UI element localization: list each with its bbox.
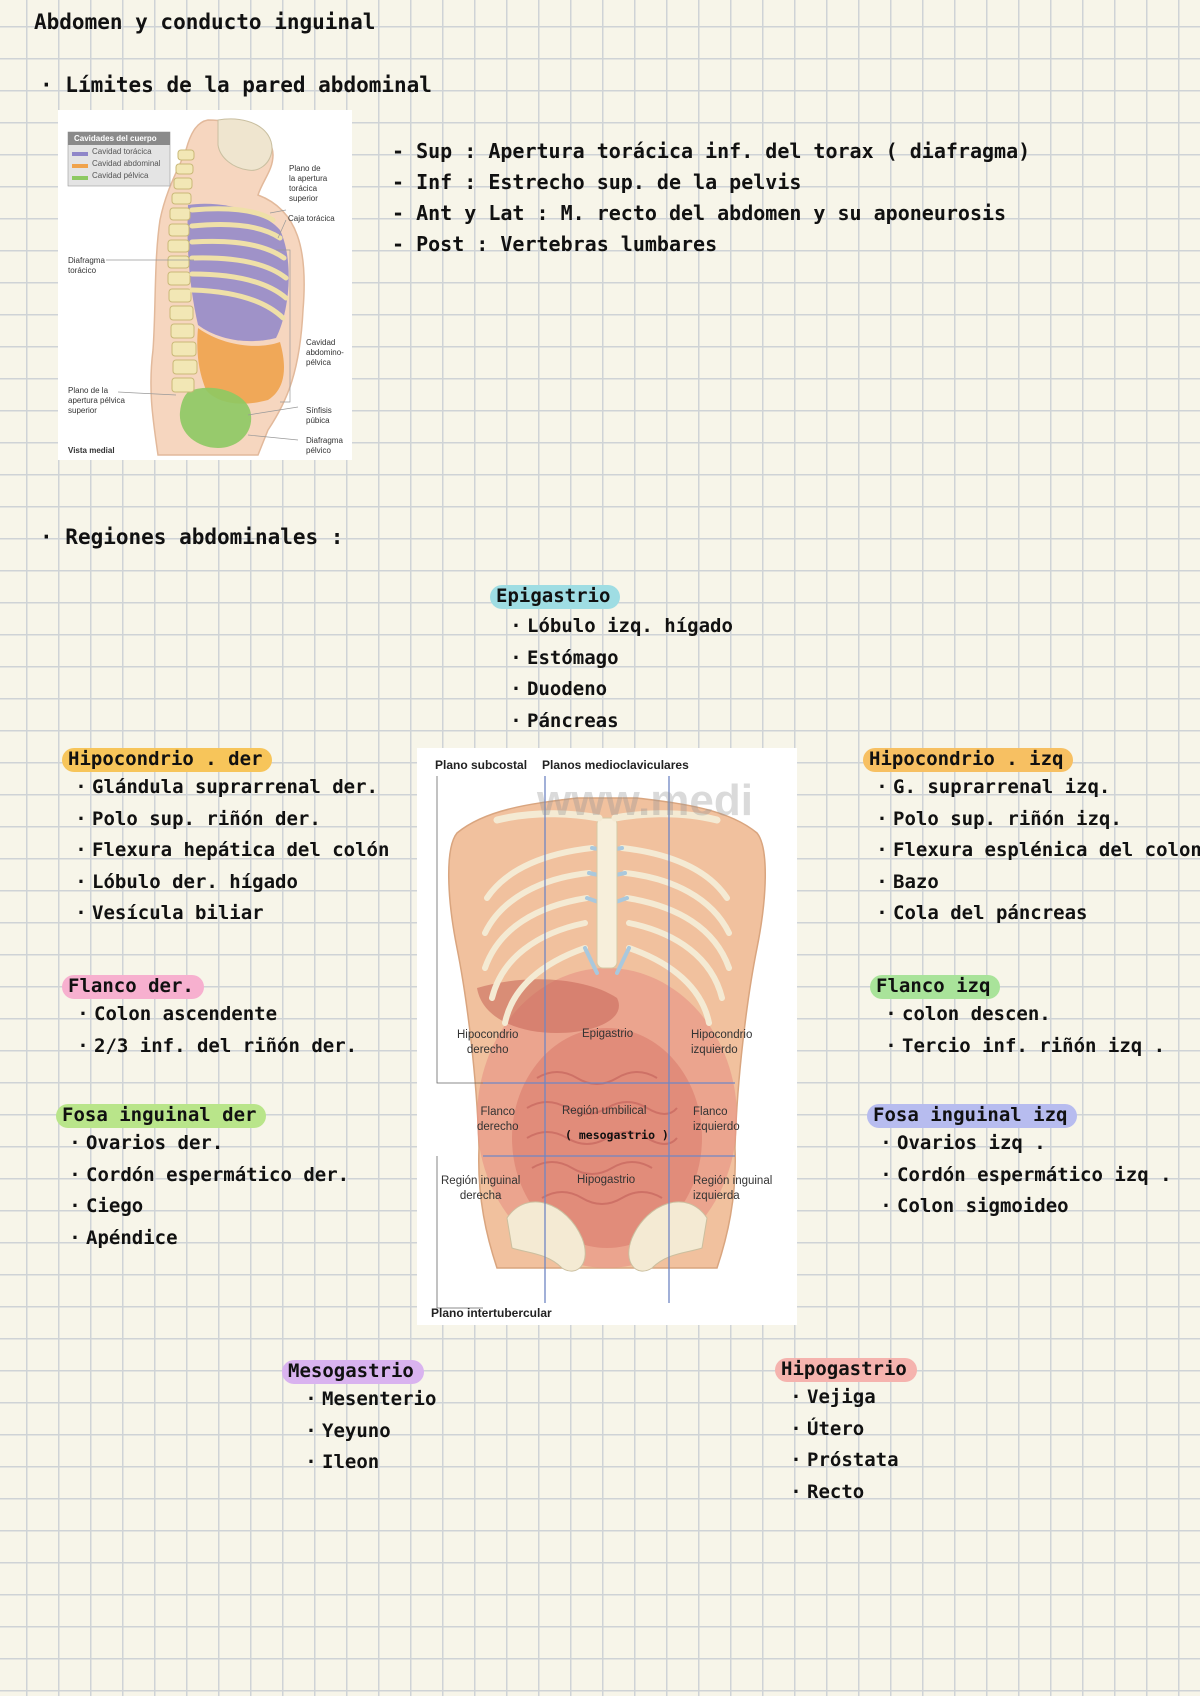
note-mesogastrio: ( mesogastrio )	[565, 1128, 669, 1142]
legend-item: Cavidad pélvica	[92, 171, 149, 180]
region-title: Hipocondrio . izq	[863, 748, 1074, 772]
list-item: Ovarios izq .	[875, 1128, 1172, 1160]
label-region-inguinal-izquierda: Región inguinal izquierda	[693, 1175, 773, 1202]
body-cavities-illustration	[67, 118, 305, 456]
region-title: Flanco izq	[870, 975, 1001, 999]
label-hipocondrio-izquierdo: Hipocondrio izquierdo	[691, 1029, 753, 1056]
list-item: colon descen.	[880, 999, 1165, 1031]
region-title: Hipocondrio . der	[62, 748, 273, 772]
list-item: Útero	[785, 1414, 917, 1446]
region-title: Flanco der.	[62, 975, 204, 999]
limit-superior: - Sup : Apertura torácica inf. del torax…	[392, 139, 1031, 163]
list-item: Polo sup. riñón der.	[70, 804, 389, 836]
region-hipogastrio: Hipogastrio Vejiga Útero Próstata Recto	[775, 1358, 917, 1508]
region-flanco-der: Flanco der. Colon ascendente 2/3 inf. de…	[62, 975, 357, 1062]
label-planos-medioclaviculares: Planos medioclaviculares	[542, 758, 689, 772]
bullet-dot: ·	[40, 73, 66, 97]
limit-inferior: - Inf : Estrecho sup. de la pelvis	[392, 170, 802, 194]
list-item: Mesenterio	[300, 1384, 436, 1416]
label-flanco-derecho: Flanco derecho	[477, 1106, 519, 1133]
abdominal-regions-illustration	[436, 776, 766, 1309]
legend-item: Cavidad abdominal	[92, 159, 161, 168]
list-item: Próstata	[785, 1445, 917, 1477]
region-epigastrio: Epigastrio Lóbulo izq. hígado Estómago D…	[490, 585, 733, 737]
label-plano-apertura-toracica: Plano de la apertura torácica superior	[289, 164, 328, 203]
list-item: Cola del páncreas	[871, 898, 1200, 930]
limits-heading: · Límites de la pared abdominal	[40, 73, 432, 97]
list-item: Cordón espermático izq .	[875, 1160, 1172, 1192]
region-title: Mesogastrio	[282, 1360, 424, 1384]
region-fosa-inguinal-izq: Fosa inguinal izq Ovarios izq . Cordón e…	[867, 1104, 1172, 1223]
region-title: Hipogastrio	[775, 1358, 917, 1382]
watermark: www.medi	[537, 776, 753, 825]
label-plano-apertura-pelvica: Plano de la apertura pélvica superior	[68, 386, 125, 415]
list-item: Duodeno	[505, 674, 733, 706]
page-title: Abdomen y conducto inguinal	[34, 10, 376, 34]
label-hipogastrio: Hipogastrio	[577, 1174, 636, 1186]
limit-posterior: - Post : Vertebras lumbares	[392, 232, 718, 256]
list-item: Polo sup. riñón izq.	[871, 804, 1200, 836]
label-diafragma-pelvico: Diafragma pélvico	[306, 436, 343, 455]
list-item: Vesícula biliar	[70, 898, 389, 930]
regions-heading: · Regiones abdominales :	[40, 525, 343, 549]
list-item: Lóbulo izq. hígado	[505, 611, 733, 643]
list-item: Ciego	[64, 1191, 349, 1223]
region-hipocondrio-izq: Hipocondrio . izq G. suprarrenal izq. Po…	[863, 748, 1200, 930]
label-caja-toracica: Caja torácica	[288, 214, 335, 223]
legend-item: Cavidad torácica	[92, 147, 152, 156]
list-item: Lóbulo der. hígado	[70, 867, 389, 899]
list-item: Ovarios der.	[64, 1128, 349, 1160]
list-item: Estómago	[505, 643, 733, 675]
label-plano-subcostal: Plano subcostal	[435, 758, 528, 772]
list-item: Ileon	[300, 1447, 436, 1479]
list-item: G. suprarrenal izq.	[871, 772, 1200, 804]
label-region-inguinal-derecha: Región inguinal derecha	[441, 1175, 521, 1202]
list-item: Vejiga	[785, 1382, 917, 1414]
label-flanco-izquierdo: Flanco izquierdo	[693, 1106, 740, 1133]
label-diafragma-toracico: Diafragma torácico	[68, 256, 105, 275]
label-region-umbilical: Región umbilical	[562, 1105, 647, 1117]
body-cavities-figure: Cavidades del cuerpo Cavidad torácica Ca…	[58, 110, 352, 460]
list-item: Colon sigmoideo	[875, 1191, 1172, 1223]
region-hipocondrio-der: Hipocondrio . der Glándula suprarrenal d…	[62, 748, 389, 930]
region-title: Fosa inguinal der	[56, 1104, 267, 1128]
label-cavidad-abdominopelvica: Cavidad abdomino- pélvica	[306, 338, 344, 367]
abdominal-regions-figure: Plano subcostal Planos medioclaviculares…	[417, 748, 797, 1325]
label-vista: Vista medial	[68, 446, 115, 455]
legend-title: Cavidades del cuerpo	[74, 134, 157, 143]
list-item: Yeyuno	[300, 1416, 436, 1448]
list-item: Bazo	[871, 867, 1200, 899]
list-item: Flexura esplénica del colon	[871, 835, 1200, 867]
limits-list: - Sup : Apertura torácica inf. del torax…	[392, 136, 1030, 260]
list-item: Apéndice	[64, 1223, 349, 1255]
label-sinfisis: Sínfisis púbica	[306, 406, 332, 425]
region-mesogastrio: Mesogastrio Mesenterio Yeyuno Ileon	[282, 1360, 436, 1479]
label-plano-intertubercular: Plano intertubercular	[431, 1306, 552, 1320]
list-item: Recto	[785, 1477, 917, 1509]
label-hipocondrio-derecho: Hipocondrio derecho	[457, 1029, 519, 1056]
region-title: Fosa inguinal izq	[867, 1104, 1078, 1128]
label-epigastrio: Epigastrio	[582, 1028, 634, 1040]
list-item: 2/3 inf. del riñón der.	[72, 1031, 357, 1063]
region-title: Epigastrio	[490, 585, 621, 609]
limits-heading-text: Límites de la pared abdominal	[65, 73, 432, 97]
list-item: Flexura hepática del colón	[70, 835, 389, 867]
bullet-dot: ·	[40, 525, 66, 549]
regions-heading-text: Regiones abdominales :	[65, 525, 344, 549]
list-item: Cordón espermático der.	[64, 1160, 349, 1192]
list-item: Páncreas	[505, 706, 733, 738]
limit-anterolateral: - Ant y Lat : M. recto del abdomen y su …	[392, 201, 1007, 225]
region-flanco-izq: Flanco izq colon descen. Tercio inf. riñ…	[870, 975, 1165, 1062]
list-item: Tercio inf. riñón izq .	[880, 1031, 1165, 1063]
region-fosa-inguinal-der: Fosa inguinal der Ovarios der. Cordón es…	[56, 1104, 349, 1254]
list-item: Glándula suprarrenal der.	[70, 772, 389, 804]
list-item: Colon ascendente	[72, 999, 357, 1031]
